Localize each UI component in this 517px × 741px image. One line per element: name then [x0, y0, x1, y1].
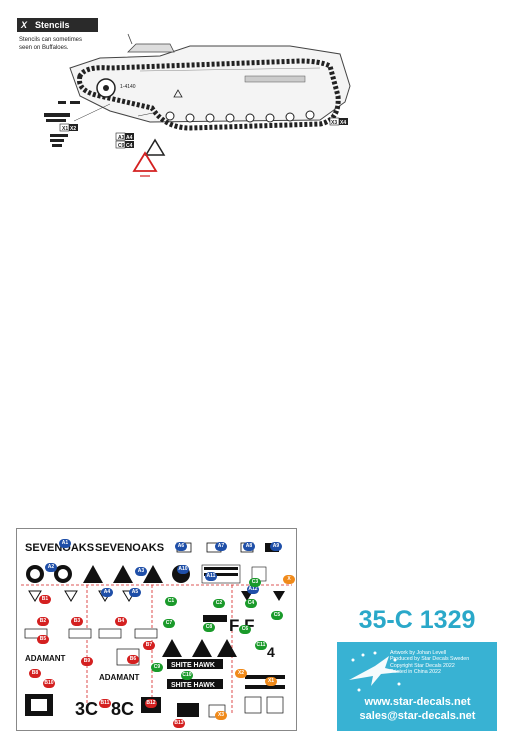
credit-producer: Produced by Star Decals Sweden — [390, 656, 470, 663]
marker-a1: A1 — [59, 539, 71, 548]
credits: Artwork by Johan Levell Produced by Star… — [390, 650, 469, 675]
website-link[interactable]: www.star-decals.net — [364, 696, 471, 708]
credit-printed: Printed in China 2022 — [390, 668, 441, 675]
marker-c5: C5 — [271, 611, 283, 620]
marker-c4: C4 — [245, 599, 257, 608]
product-code: 35-C 1329 — [358, 606, 476, 634]
marker-a7: A7 — [215, 542, 227, 551]
info-panel — [337, 642, 497, 731]
stencils-header: X Stencils — [17, 18, 98, 32]
marker-c9: C9 — [151, 663, 163, 672]
marker-x1: X1 — [265, 677, 277, 686]
marker-c10: C10 — [181, 671, 193, 680]
label-x1-alt: X2 — [70, 126, 76, 132]
decal-3c: 3C — [75, 699, 98, 719]
decal-4: 4 — [267, 644, 275, 660]
label-x3-alt: X4 — [340, 120, 346, 126]
label-x1: X1 — [62, 126, 68, 132]
decal-sheet-art: SEVENOAKS SEVENOAKS — [21, 542, 292, 719]
marker-x3: X3 — [215, 711, 227, 720]
marker-c2: C2 — [213, 599, 225, 608]
email-link[interactable]: sales@star-decals.net — [359, 710, 476, 722]
marker-a12: A12 — [247, 585, 259, 594]
marker-a2: A2 — [45, 563, 57, 572]
marker-c6: C6 — [239, 625, 251, 634]
marker-c8: C8 — [203, 623, 215, 632]
label-x3: X3 — [331, 120, 337, 126]
marker-b9: B9 — [81, 657, 93, 666]
marker-b5: B5 — [37, 635, 49, 644]
contact-block: www.star-decals.net sales@star-decals.ne… — [340, 695, 495, 723]
marker-c1: C1 — [165, 597, 177, 606]
marker-b3: B3 — [71, 617, 83, 626]
stencils-note: Stencils can sometimes seen on Buffaloes… — [19, 36, 82, 52]
marker-c11: C11 — [255, 641, 267, 650]
aircraft-logo-icon — [349, 651, 401, 692]
marker-x: X — [283, 575, 295, 584]
shite-hawk-1: SHITE HAWK — [171, 662, 215, 669]
label-c9-alt: C4 — [126, 143, 133, 149]
decal-8c: 8C — [111, 699, 134, 719]
decal-sheet: SEVENOAKS SEVENOAKS — [16, 528, 297, 731]
label-c9: C9 — [118, 143, 125, 149]
marker-a9: A9 — [270, 542, 282, 551]
marker-c7: C7 — [163, 619, 175, 628]
marker-b13: B13 — [173, 719, 185, 728]
marker-b4: B4 — [115, 617, 127, 626]
note-line-1: Stencils can sometimes — [19, 37, 83, 43]
marker-a8: A8 — [243, 542, 255, 551]
credit-artwork: Artwork by Johan Levell — [390, 650, 447, 656]
marker-b12: B12 — [145, 699, 157, 708]
credit-copyright: Copyright Star Decals 2022 — [390, 662, 455, 669]
marker-c3: C3 — [249, 578, 261, 587]
marker-a4: A4 — [101, 588, 113, 597]
sevenoaks-2: SEVENOAKS — [95, 542, 164, 554]
section-title: Stencils — [35, 20, 70, 30]
buffalo-vehicle-drawing: 1-4140 X1 X2 A3 A4 C9 C4 X3 X4 — [44, 33, 351, 177]
label-a3-alt: A4 — [126, 135, 133, 141]
marker-a3: A3 — [135, 567, 147, 576]
label-a3: A3 — [118, 135, 125, 141]
marker-x2: X2 — [235, 669, 247, 678]
adamant-2: ADAMANT — [99, 673, 140, 682]
marker-b6: B6 — [127, 655, 139, 664]
marker-a5: A5 — [129, 588, 141, 597]
marker-b2: B2 — [37, 617, 49, 626]
marker-a11: A11 — [205, 572, 217, 581]
marker-b10: B10 — [43, 679, 55, 688]
adamant-1: ADAMANT — [25, 654, 66, 663]
marker-a6: A6 — [175, 542, 187, 551]
shite-hawk-2: SHITE HAWK — [171, 682, 215, 689]
marker-b11: B11 — [99, 699, 111, 708]
marker-b1: B1 — [39, 595, 51, 604]
section-letter: X — [20, 20, 27, 30]
hull-serial: 1-4140 — [120, 84, 136, 90]
note-line-2: seen on Buffaloes. — [19, 45, 69, 51]
sevenoaks-1: SEVENOAKS — [25, 542, 94, 554]
marker-b7: B7 — [143, 641, 155, 650]
marker-a10: A10 — [177, 565, 189, 574]
marker-b8: B8 — [29, 669, 41, 678]
